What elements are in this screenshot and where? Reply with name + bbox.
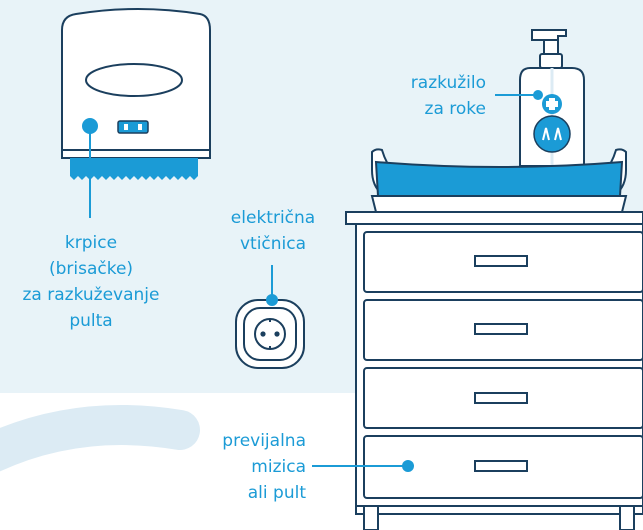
- sanitizer-label-line-2: za roke: [424, 99, 486, 119]
- wipes-label-line-2: (brisačke): [48, 259, 134, 279]
- drawer-cabinet-icon: [345, 211, 643, 530]
- wipes-label-line-3: za razkuževanje: [22, 285, 160, 305]
- paper-towel-dispenser-icon: [61, 8, 211, 180]
- table-label-line-2: mizica: [251, 457, 306, 477]
- socket-label: električna vtičnica: [208, 205, 338, 257]
- sanitizer-label: razkužilo za roke: [370, 70, 486, 122]
- power-socket-icon: [235, 294, 305, 369]
- changing-tray-icon: [370, 148, 628, 213]
- socket-label-line-1: električna: [230, 208, 316, 228]
- wipes-label-line-1: krpice: [64, 233, 118, 253]
- socket-label-line-2: vtičnica: [239, 234, 307, 254]
- wipes-label-line-4: pulta: [69, 311, 113, 331]
- table-label-line-3: ali pult: [247, 483, 306, 503]
- decorative-arc: [0, 405, 200, 472]
- table-label-line-1: previjalna: [222, 431, 306, 451]
- wipes-label: krpice (brisačke) za razkuževanje pulta: [6, 230, 176, 334]
- sanitizer-label-line-1: razkužilo: [410, 73, 486, 93]
- table-label: previjalna mizica ali pult: [160, 428, 306, 506]
